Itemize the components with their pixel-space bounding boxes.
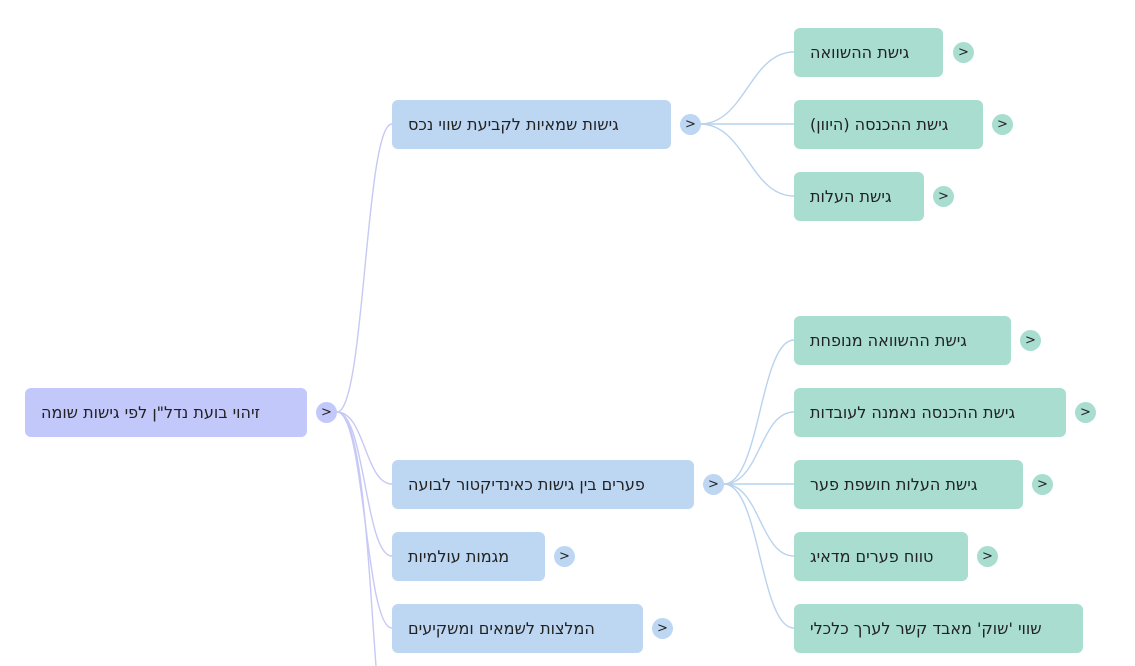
leaf-label: גישת ההשוואה מנופחת bbox=[810, 331, 967, 350]
branch-label: מגמות עולמיות bbox=[408, 547, 510, 566]
branch-node-gaps-indicator[interactable]: פערים בין גישות כאינדיקטור לבועה bbox=[392, 460, 694, 509]
leaf-toggle-chevron-icon[interactable]: > bbox=[1020, 330, 1041, 351]
leaf-label: גישת ההכנסה נאמנה לעובדות bbox=[810, 403, 1016, 422]
link-root-to-offscreen bbox=[336, 411, 377, 666]
branch-0-toggle-chevron-icon[interactable]: > bbox=[680, 114, 701, 135]
branch-node-valuation-approaches[interactable]: גישות שמאיות לקביעת שווי נכס bbox=[392, 100, 671, 149]
leaf-node-market-value-disconnect[interactable]: שווי 'שוק' מאבד קשר לערך כלכלי bbox=[794, 604, 1083, 653]
leaf-node-worrying-gap-range[interactable]: טווח פערים מדאיג bbox=[794, 532, 968, 581]
root-links bbox=[336, 123, 393, 666]
leaf-toggle-chevron-icon[interactable]: > bbox=[1032, 474, 1053, 495]
leaf-label: גישת ההשוואה bbox=[810, 43, 910, 62]
leaf-label: גישת העלות bbox=[810, 187, 892, 206]
branch-node-global-trends[interactable]: מגמות עולמיות bbox=[392, 532, 545, 581]
root-toggle-chevron-icon[interactable]: > bbox=[316, 402, 337, 423]
leaf-node-income[interactable]: גישת ההכנסה (היוון) bbox=[794, 100, 983, 149]
leaf-label: גישת העלות חושפת פער bbox=[810, 475, 978, 494]
leaf-label: גישת ההכנסה (היוון) bbox=[810, 115, 949, 134]
link-root-to-branch-0 bbox=[336, 123, 393, 413]
leaf-toggle-chevron-icon[interactable]: > bbox=[1075, 402, 1096, 423]
leaf-toggle-chevron-icon[interactable]: > bbox=[977, 546, 998, 567]
link-b0-c2 bbox=[699, 123, 795, 197]
link-b1-c1 bbox=[723, 411, 795, 485]
link-root-to-branch-2 bbox=[336, 411, 393, 557]
leaf-label: שווי 'שוק' מאבד קשר לערך כלכלי bbox=[810, 619, 1042, 638]
branch-node-recommendations[interactable]: המלצות לשמאים ומשקיעים bbox=[392, 604, 643, 653]
branch-links bbox=[699, 51, 795, 629]
leaf-node-inflated-comparison[interactable]: גישת ההשוואה מנופחת bbox=[794, 316, 1011, 365]
leaf-toggle-chevron-icon[interactable]: > bbox=[953, 42, 974, 63]
branch-3-toggle-chevron-icon[interactable]: > bbox=[652, 618, 673, 639]
link-b1-c0 bbox=[723, 339, 795, 485]
leaf-label: טווח פערים מדאיג bbox=[810, 547, 934, 566]
leaf-node-income-faithful[interactable]: גישת ההכנסה נאמנה לעובדות bbox=[794, 388, 1066, 437]
link-b1-c3 bbox=[723, 483, 795, 557]
leaf-toggle-chevron-icon[interactable]: > bbox=[933, 186, 954, 207]
branch-label: פערים בין גישות כאינדיקטור לבועה bbox=[408, 475, 645, 494]
leaf-node-cost[interactable]: גישת העלות bbox=[794, 172, 924, 221]
link-root-to-branch-1 bbox=[336, 411, 393, 485]
leaf-toggle-chevron-icon[interactable]: > bbox=[992, 114, 1013, 135]
link-b1-c4 bbox=[723, 483, 795, 629]
leaf-node-cost-reveals-gap[interactable]: גישת העלות חושפת פער bbox=[794, 460, 1023, 509]
leaf-node-comparison[interactable]: גישת ההשוואה bbox=[794, 28, 943, 77]
link-b0-c0 bbox=[699, 51, 795, 125]
branch-1-toggle-chevron-icon[interactable]: > bbox=[703, 474, 724, 495]
branch-label: המלצות לשמאים ומשקיעים bbox=[408, 619, 595, 638]
root-node-label: זיהוי בועת נדל"ן לפי גישות שומה bbox=[41, 403, 261, 422]
root-node[interactable]: זיהוי בועת נדל"ן לפי גישות שומה bbox=[25, 388, 307, 437]
branch-label: גישות שמאיות לקביעת שווי נכס bbox=[408, 115, 619, 134]
branch-2-toggle-chevron-icon[interactable]: > bbox=[554, 546, 575, 567]
